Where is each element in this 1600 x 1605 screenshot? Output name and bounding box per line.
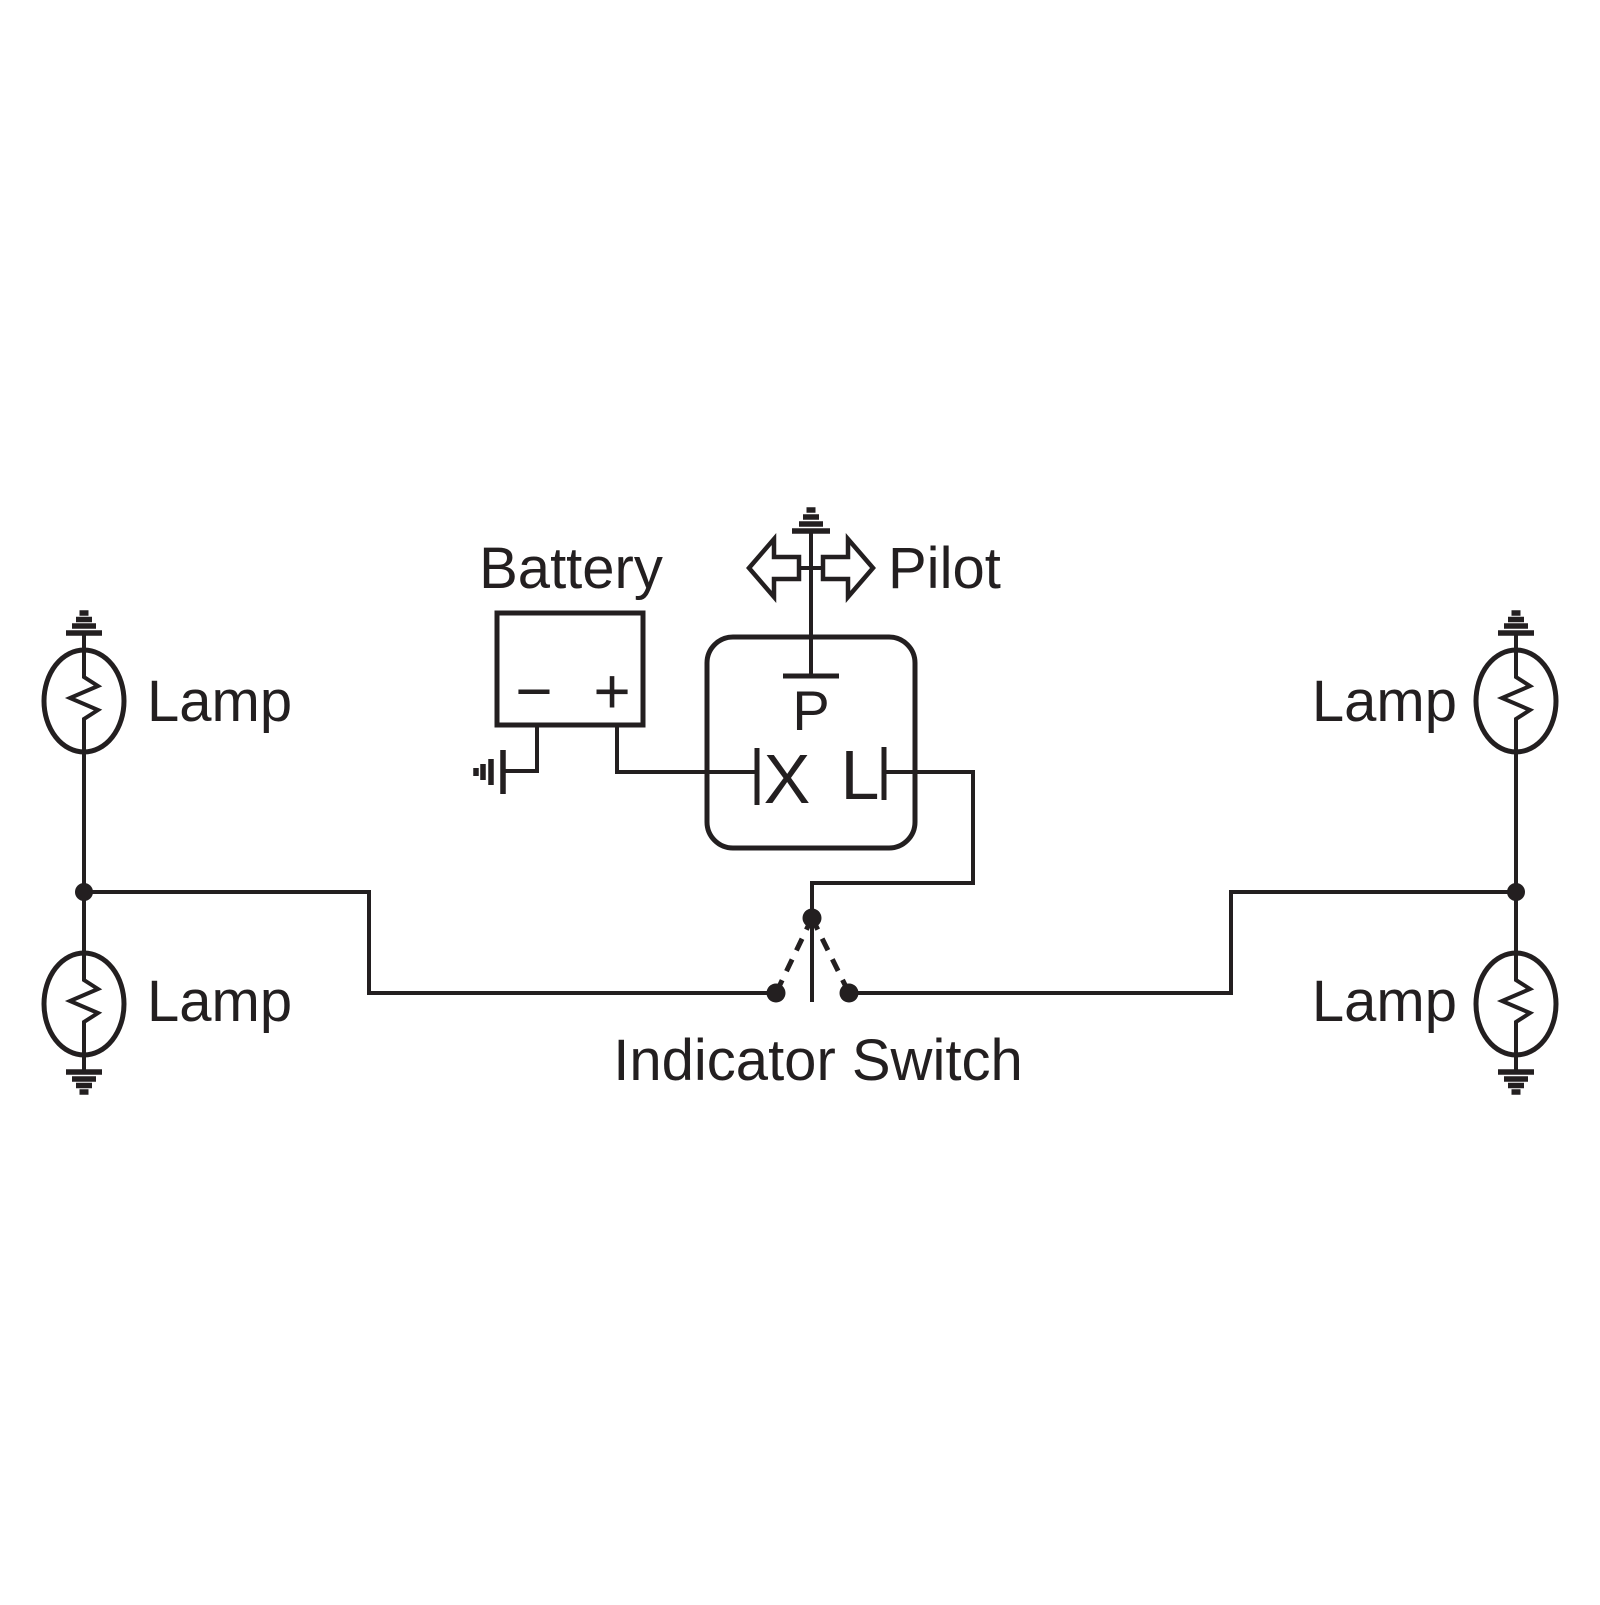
switch-common-contact-dot xyxy=(802,908,822,928)
battery-box xyxy=(494,610,646,728)
ground-icon xyxy=(1498,1069,1534,1095)
lamp-label: Lamp xyxy=(147,969,292,1034)
switch-right-contact-dot xyxy=(839,983,859,1003)
indicator-switch: Indicator Switch xyxy=(613,908,1023,1093)
ground-icon xyxy=(66,610,102,636)
ground-icon xyxy=(1498,610,1534,636)
lamp-filament xyxy=(1496,953,1535,1055)
battery-label: Battery xyxy=(479,536,663,601)
terminal-l-label: L xyxy=(841,736,880,814)
lamp-bottom-right: Lamp xyxy=(1312,950,1559,1095)
battery-positive-wire xyxy=(615,725,757,774)
terminal-x-label: X xyxy=(764,740,811,818)
lamp-bottom-left: Lamp xyxy=(41,950,292,1095)
lamp-top-right: Lamp xyxy=(1312,610,1559,755)
lamp-label: Lamp xyxy=(1312,669,1457,734)
terminal-l-to-switch-wire xyxy=(810,770,975,918)
battery-negative-wire xyxy=(505,725,539,773)
pilot-indicator: Pilot xyxy=(746,507,1001,676)
left-lamps-to-switch-wire xyxy=(84,890,776,995)
right-lamps-to-switch-wire xyxy=(849,890,1516,995)
battery-positive-terminal: + xyxy=(593,655,630,727)
pilot-label: Pilot xyxy=(888,536,1001,601)
indicator-switch-label: Indicator Switch xyxy=(613,1028,1022,1093)
switch-throw-left-dashed xyxy=(773,916,815,995)
ground-icon xyxy=(66,1069,102,1095)
lamp-label: Lamp xyxy=(1312,969,1457,1034)
terminal-p-label: P xyxy=(792,679,829,742)
left-arrow-icon xyxy=(746,532,802,604)
switch-throw-right-dashed xyxy=(809,916,852,995)
battery-negative-terminal: − xyxy=(515,655,552,727)
lamp-label: Lamp xyxy=(147,669,292,734)
lamp-filament xyxy=(1496,650,1535,752)
switch-left-contact-dot xyxy=(766,983,786,1003)
lamp-top-left: Lamp xyxy=(41,610,292,755)
lamp-filament xyxy=(64,953,103,1055)
lamp-filament xyxy=(64,650,103,752)
ground-icon xyxy=(792,507,830,534)
battery: Battery − + xyxy=(473,536,757,794)
ground-icon xyxy=(473,750,506,794)
right-arrow-icon xyxy=(820,532,876,604)
